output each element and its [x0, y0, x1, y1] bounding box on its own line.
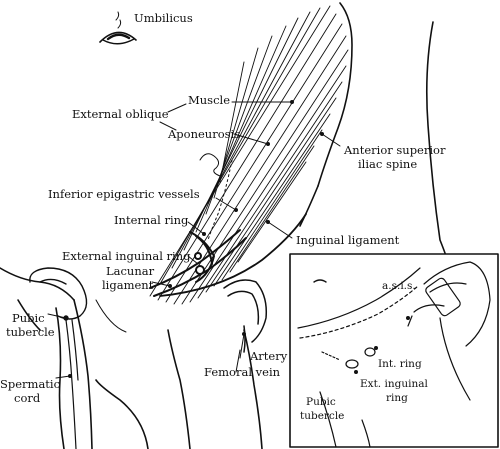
cord-bundle	[149, 229, 247, 297]
pubic-region	[29, 267, 127, 333]
inset-dots	[354, 316, 410, 374]
label-asis-line2: iliac spine	[358, 157, 418, 171]
label-pubic-tubercle-line2: tubercle	[6, 325, 55, 339]
label-asis-line1: Anterior superior	[344, 143, 446, 157]
spermatic-cord	[65, 319, 79, 449]
label-external-oblique: External oblique	[72, 107, 169, 121]
label-umbilicus: Umbilicus	[134, 11, 193, 25]
body-outline	[0, 2, 447, 449]
inset-label-pubic-line1: Pubic	[306, 396, 336, 408]
vessel-squiggle	[199, 153, 221, 177]
label-inguinal-ligament: Inguinal ligament	[296, 233, 400, 247]
label-lacunar-line1: Lacunar	[106, 264, 155, 278]
inguinal-ligament-edge	[159, 213, 307, 297]
femoral-vessels	[223, 279, 268, 353]
label-artery: Artery	[250, 349, 288, 363]
label-lacunar-line2: ligament	[102, 278, 154, 292]
label-pubic-tubercle-line1: Pubic	[12, 311, 45, 325]
inset-label-pubic-line2: tubercle	[300, 410, 345, 422]
inset-label-ext-inguinal-line2: ring	[386, 392, 408, 404]
label-aponeurosis: Aponeurosis	[168, 127, 241, 141]
label-spermatic-line2: cord	[14, 391, 41, 405]
label-muscle: Muscle	[188, 93, 231, 107]
label-spermatic-line1: Spermatic	[0, 377, 61, 391]
inset-drawing	[297, 261, 491, 448]
external-oblique-fibers	[149, 5, 349, 305]
label-femoral-vein: Femoral vein	[204, 365, 281, 379]
inset-label-int-ring: Int. ring	[378, 358, 422, 370]
label-external-inguinal-ring: External inguinal ring	[62, 249, 191, 263]
leader-dots	[68, 100, 324, 378]
leader-lines	[47, 101, 341, 379]
umbilicus-mark	[99, 11, 137, 45]
label-internal-ring: Internal ring	[114, 213, 189, 227]
inset-label-asis: a.s.i.s.	[382, 280, 416, 292]
inset-frame	[289, 253, 499, 448]
label-inferior-epigastric: Inferior epigastric vessels	[48, 187, 200, 201]
inset-label-ext-inguinal-line1: Ext. inguinal	[360, 378, 428, 390]
epigastric-vessels	[207, 159, 233, 241]
